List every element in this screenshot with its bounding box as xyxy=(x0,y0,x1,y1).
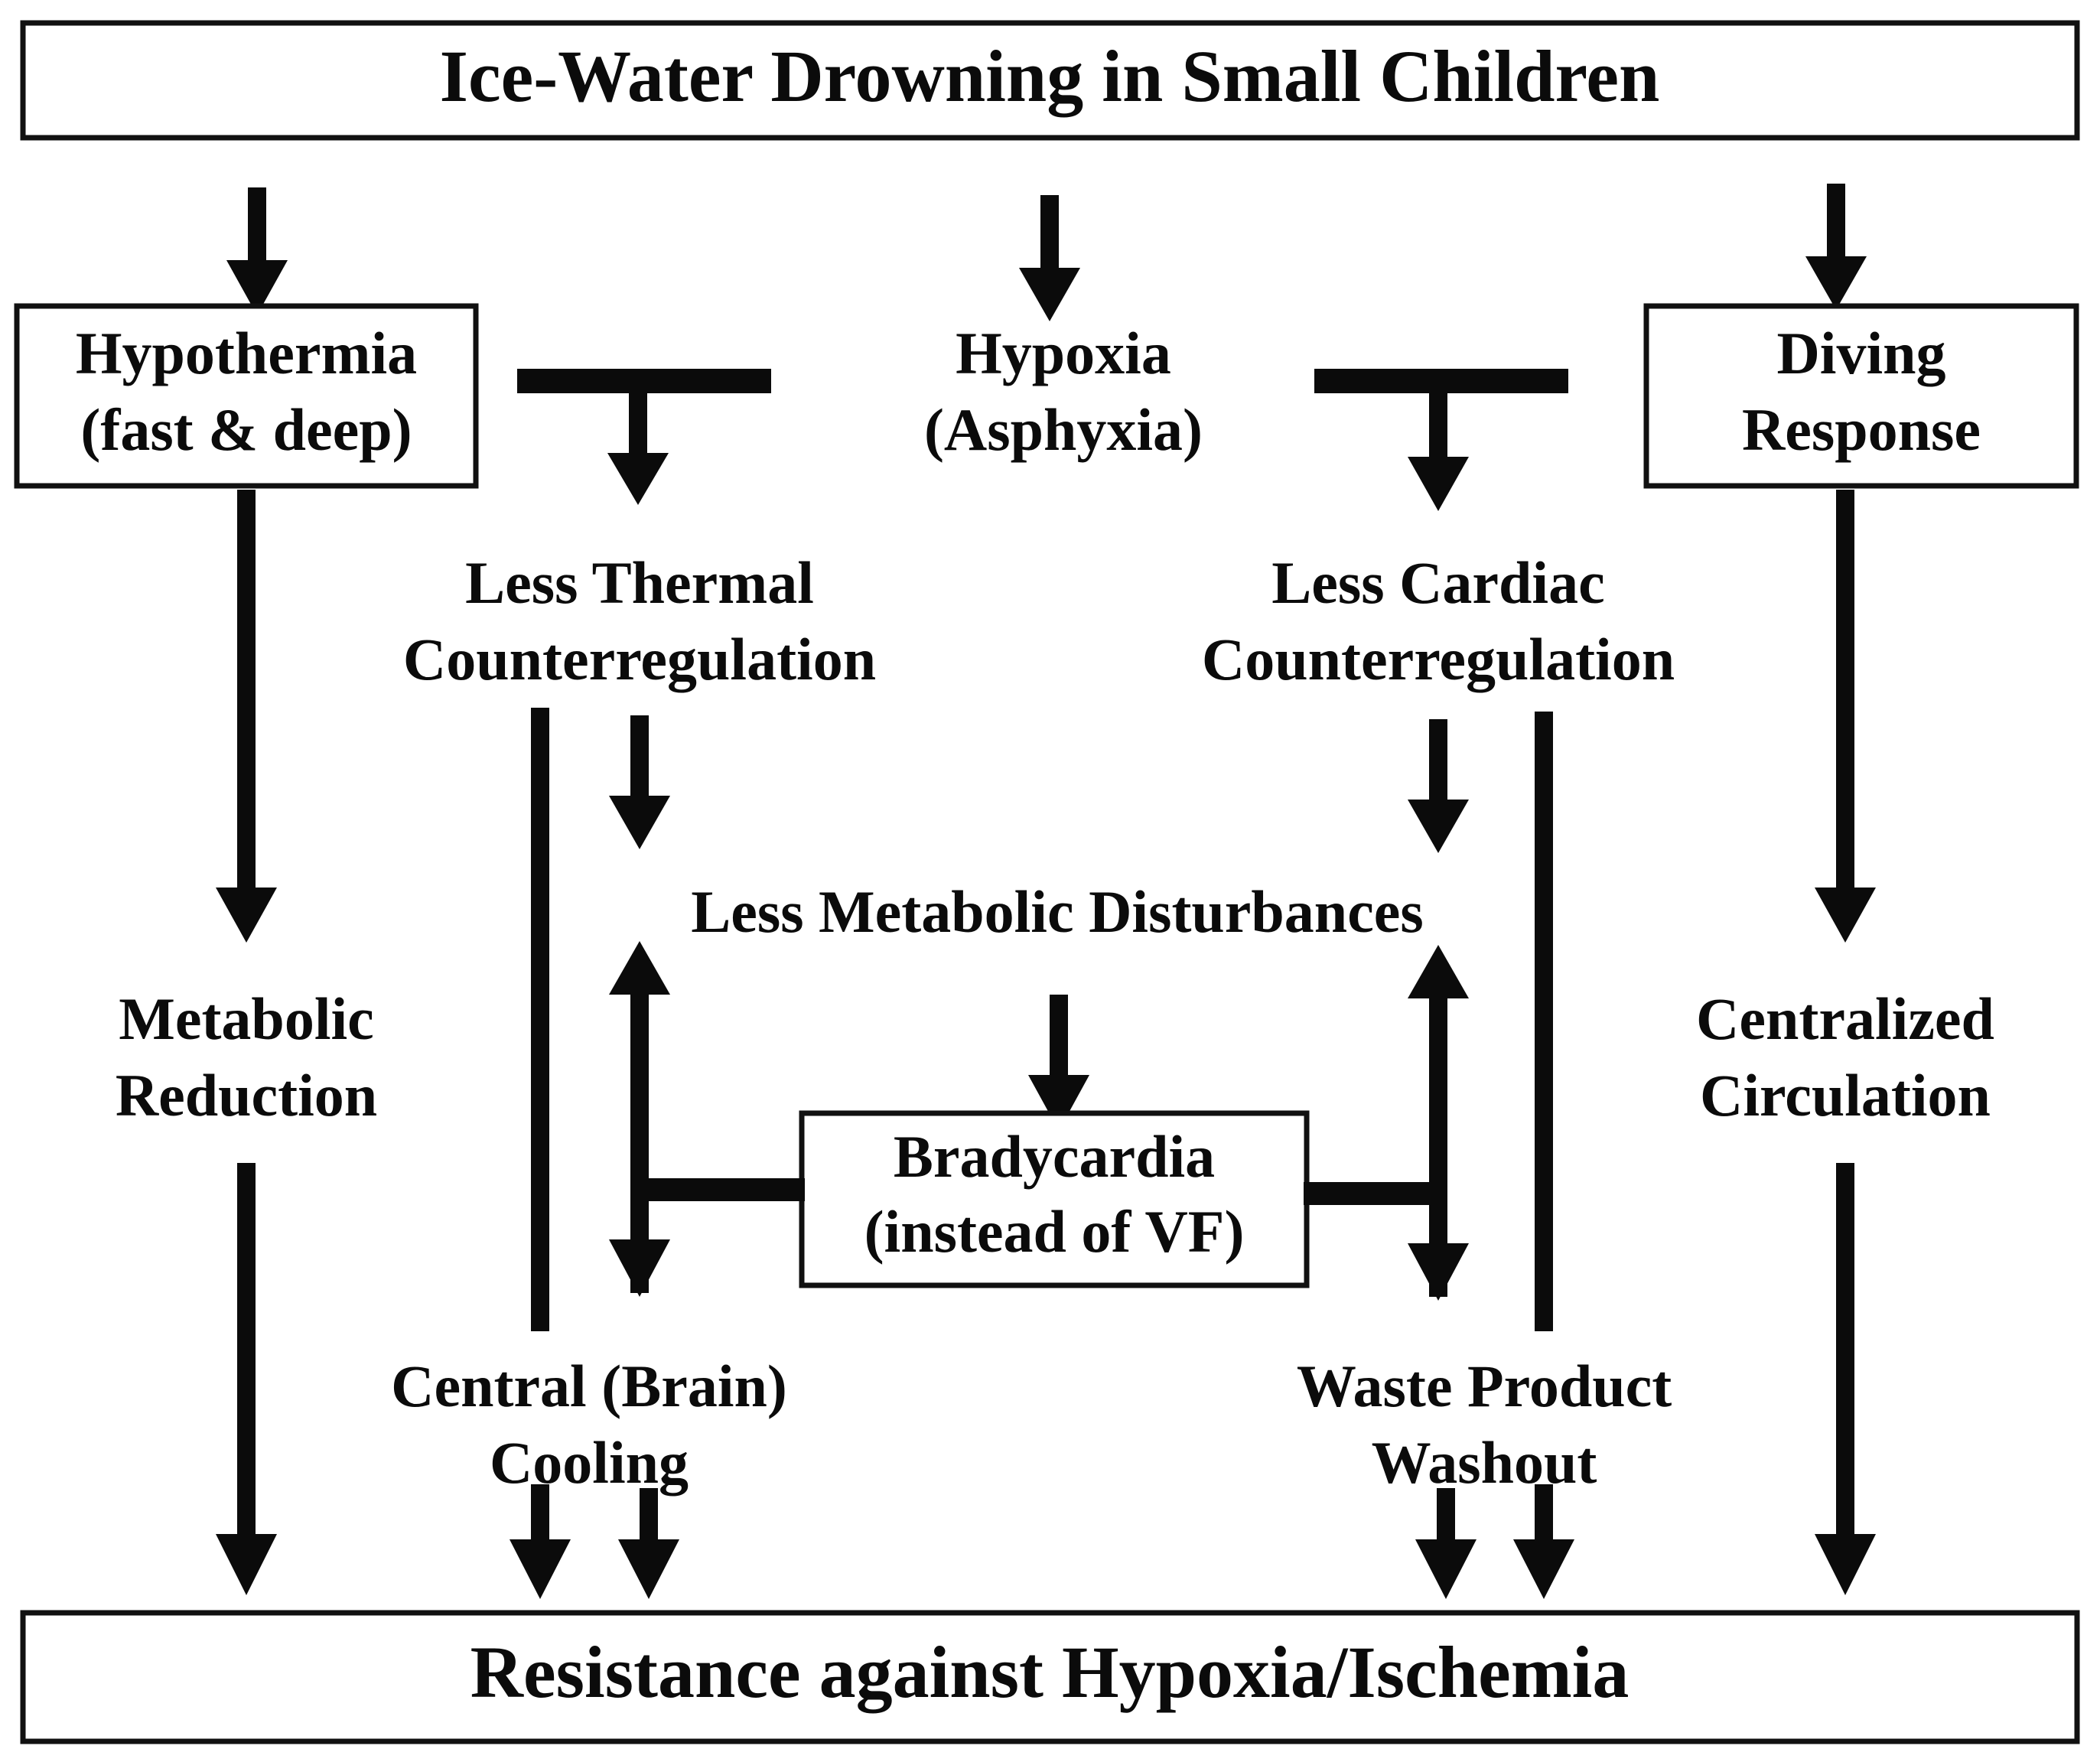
edge-title-to-diving-response xyxy=(1805,184,1867,310)
less-thermal-label-line2: Counterregulation xyxy=(403,626,876,692)
title-box-rect xyxy=(20,20,2080,141)
edge-less-cardiac-to-less-metabolic xyxy=(1408,719,1469,853)
edge-less-thermal-to-footer-line xyxy=(510,708,571,1599)
hypoxia-label-line1: Hypoxia xyxy=(956,320,1171,386)
metabolic-reduction-label-line1: Metabolic xyxy=(119,985,374,1052)
edge-bradycardia-stub-left xyxy=(643,1178,805,1201)
edge-centralized-circulation-to-footer xyxy=(1815,1163,1876,1595)
less-cardiac-label-line2: Counterregulation xyxy=(1202,626,1675,692)
node-central-brain-cooling: Central (Brain) Cooling xyxy=(391,1353,787,1496)
edge-less-cardiac-to-footer-line xyxy=(1513,712,1574,1599)
hypothermia-label-line1: Hypothermia xyxy=(76,320,417,386)
edge-tee-to-less-thermal xyxy=(517,369,771,505)
centralized-circulation-label-line2: Circulation xyxy=(1700,1062,1991,1129)
less-thermal-label-line1: Less Thermal xyxy=(465,549,814,616)
edge-diving-to-centralized-circulation xyxy=(1815,490,1876,943)
edge-central-cooling-to-footer xyxy=(618,1488,679,1599)
diving-response-label-line2: Response xyxy=(1742,396,1981,463)
edge-waste-washout-metabolic-double-arrow xyxy=(1408,945,1469,1301)
edge-title-to-hypothermia xyxy=(226,187,288,315)
edge-title-to-hypoxia xyxy=(1019,195,1080,321)
diving-response-label-line1: Diving xyxy=(1776,320,1945,386)
bradycardia-label-line1: Bradycardia xyxy=(894,1123,1215,1190)
node-diving-response: Diving Response xyxy=(1643,303,2079,489)
edge-less-thermal-to-less-metabolic xyxy=(609,715,670,849)
node-title-box: Ice-Water Drowning in Small Children xyxy=(20,20,2080,141)
node-hypoxia: Hypoxia (Asphyxia) xyxy=(924,320,1203,463)
less-metabolic-label: Less Metabolic Disturbances xyxy=(691,878,1424,945)
edge-metabolic-reduction-to-footer xyxy=(216,1163,277,1595)
bradycardia-box-rect xyxy=(799,1110,1310,1288)
diving-response-box-rect xyxy=(1643,303,2079,489)
central-cooling-label-line2: Cooling xyxy=(490,1429,689,1496)
node-less-cardiac-counterregulation: Less Cardiac Counterregulation xyxy=(1202,549,1675,692)
hypothermia-label-line2: (fast & deep) xyxy=(80,396,412,463)
waste-washout-label-line2: Washout xyxy=(1372,1429,1597,1496)
node-centralized-circulation: Centralized Circulation xyxy=(1696,985,1994,1129)
node-less-metabolic-disturbances: Less Metabolic Disturbances xyxy=(691,878,1424,945)
node-waste-product-washout: Waste Product Washout xyxy=(1297,1353,1672,1496)
hypoxia-label-line2: (Asphyxia) xyxy=(924,396,1203,463)
less-cardiac-label-line1: Less Cardiac xyxy=(1271,549,1604,616)
central-cooling-label-line1: Central (Brain) xyxy=(391,1353,787,1419)
waste-washout-label-line1: Waste Product xyxy=(1297,1353,1672,1419)
node-bradycardia: Bradycardia (instead of VF) xyxy=(799,1110,1310,1288)
title-label: Ice-Water Drowning in Small Children xyxy=(440,35,1660,117)
edge-waste-washout-to-footer xyxy=(1415,1488,1477,1599)
footer-box-rect xyxy=(20,1610,2080,1744)
edge-hypothermia-to-metabolic-reduction xyxy=(216,490,277,943)
edge-bradycardia-stub-right xyxy=(1304,1182,1435,1205)
hypothermia-box-rect xyxy=(14,303,479,489)
centralized-circulation-label-line1: Centralized xyxy=(1696,985,1994,1052)
node-hypothermia: Hypothermia (fast & deep) xyxy=(14,303,479,489)
edge-tee-to-less-cardiac xyxy=(1314,369,1568,511)
metabolic-reduction-label-line2: Reduction xyxy=(116,1062,377,1129)
node-metabolic-reduction: Metabolic Reduction xyxy=(116,985,377,1129)
bradycardia-label-line2: (instead of VF) xyxy=(864,1198,1245,1265)
footer-label: Resistance against Hypoxia/Ischemia xyxy=(470,1631,1630,1713)
node-less-thermal-counterregulation: Less Thermal Counterregulation xyxy=(403,549,876,692)
node-footer-box: Resistance against Hypoxia/Ischemia xyxy=(20,1610,2080,1744)
edge-central-cooling-metabolic-double-arrow xyxy=(609,941,670,1297)
edge-less-metabolic-to-bradycardia xyxy=(1028,995,1089,1131)
